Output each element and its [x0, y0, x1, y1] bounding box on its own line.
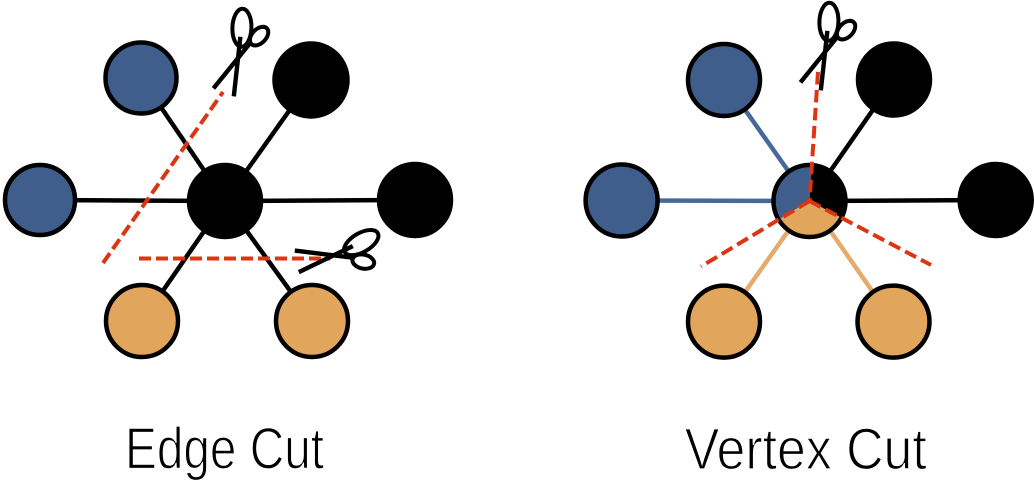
- svg-text:Edge Cut: Edge Cut: [125, 417, 324, 482]
- svg-text:Vertex Cut: Vertex Cut: [685, 417, 927, 482]
